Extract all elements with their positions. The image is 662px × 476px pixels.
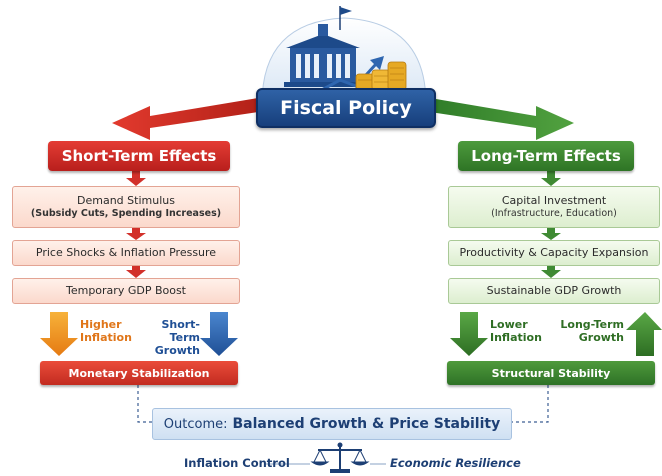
outcome-box: Outcome: Balanced Growth & Price Stabili…	[152, 408, 512, 440]
capital-investment-box: Capital Investment (Infrastructure, Educ…	[448, 186, 660, 228]
long-term-growth-line2: Growth	[578, 331, 624, 345]
demand-stimulus-box: Demand Stimulus (Subsidy Cuts, Spending …	[12, 186, 240, 228]
economic-resilience-label: Economic Resilience	[390, 456, 521, 470]
capital-investment-title: Capital Investment	[501, 194, 607, 208]
outcome-main: Balanced Growth & Price Stability	[232, 416, 501, 432]
long-term-big-arrow	[430, 98, 574, 140]
capital-investment-subtitle: (Infrastructure, Education)	[491, 207, 617, 219]
sustainable-gdp-label: Sustainable GDP Growth	[486, 284, 622, 298]
short-term-heading-label: Short-Term Effects	[61, 147, 217, 165]
temporary-gdp-label: Temporary GDP Boost	[65, 284, 186, 298]
productivity-label: Productivity & Capacity Expansion	[459, 246, 649, 260]
lower-inflation-line1: Lower	[490, 318, 528, 331]
temporary-gdp-box: Temporary GDP Boost	[12, 278, 240, 304]
higher-inflation-line2: Inflation	[80, 331, 132, 345]
structural-stability-label: Structural Stability	[491, 366, 611, 380]
higher-inflation-arrow	[40, 312, 78, 356]
long-term-heading-label: Long-Term Effects	[471, 147, 621, 165]
higher-inflation-label: Higher Inflation	[80, 318, 132, 344]
lower-inflation-arrow	[450, 312, 488, 356]
balance-scale-icon	[310, 442, 370, 473]
monetary-stabilization-label: Monetary Stabilization	[68, 366, 210, 380]
lower-inflation-line2: Inflation	[490, 331, 542, 345]
long-term-growth-arrow	[626, 312, 662, 356]
long-term-heading: Long-Term Effects	[458, 141, 634, 171]
fiscal-policy-banner: Fiscal Policy	[256, 88, 436, 128]
sustainable-gdp-box: Sustainable GDP Growth	[448, 278, 660, 304]
productivity-box: Productivity & Capacity Expansion	[448, 240, 660, 266]
structural-stability-box: Structural Stability	[447, 361, 655, 385]
long-term-flow-arrows	[541, 171, 561, 278]
flag-icon	[339, 6, 352, 30]
short-term-heading: Short-Term Effects	[48, 141, 230, 171]
capitol-building-icon	[284, 24, 362, 87]
short-term-growth-label: Short-Term Growth	[138, 318, 200, 358]
short-term-growth-arrow	[200, 312, 238, 356]
price-shocks-label: Price Shocks & Inflation Pressure	[35, 246, 217, 260]
outcome-connectors	[137, 385, 549, 423]
inflation-control-label: Inflation Control	[184, 456, 290, 470]
price-shocks-box: Price Shocks & Inflation Pressure	[12, 240, 240, 266]
page-title: Fiscal Policy	[280, 97, 412, 119]
lower-inflation-label: Lower Inflation	[490, 318, 542, 344]
short-term-growth-line2: Growth	[154, 344, 200, 358]
coin-stack-icon	[355, 61, 407, 91]
demand-stimulus-title: Demand Stimulus	[77, 194, 175, 208]
long-term-growth-line1: Long-Term	[560, 318, 624, 331]
short-term-big-arrow	[112, 98, 258, 140]
long-term-growth-label: Long-Term Growth	[558, 318, 624, 344]
short-term-growth-line1: Short-Term	[161, 318, 200, 345]
demand-stimulus-subtitle: (Subsidy Cuts, Spending Increases)	[30, 207, 222, 219]
outcome-prefix: Outcome:	[163, 416, 228, 432]
higher-inflation-line1: Higher	[80, 318, 122, 331]
monetary-stabilization-box: Monetary Stabilization	[40, 361, 238, 385]
short-term-flow-arrows	[126, 171, 146, 278]
